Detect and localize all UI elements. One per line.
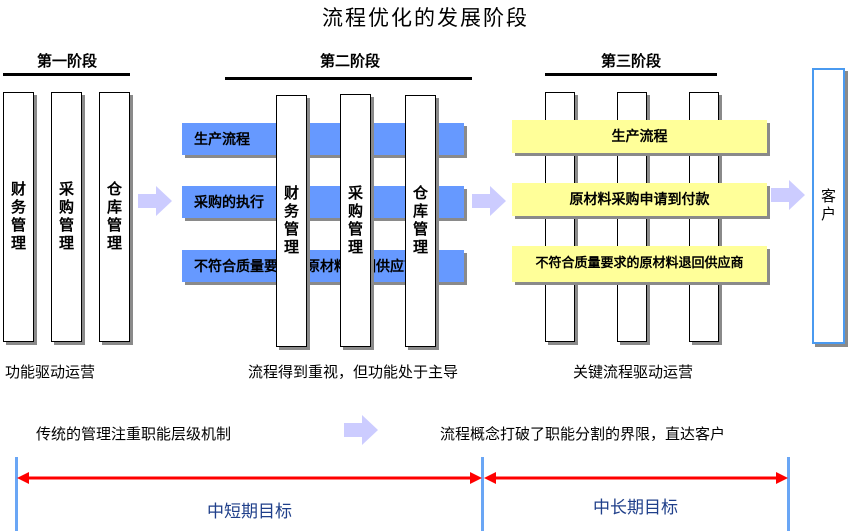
stage-1-caption: 功能驱动运营	[5, 363, 96, 381]
customer-label: 客户	[819, 188, 837, 224]
pillar-label: 采购管理	[346, 184, 364, 257]
stage-3-process-procure-to-pay: 原材料采购申请到付款	[512, 183, 767, 216]
short-term-goal-label: 中短期目标	[207, 502, 292, 522]
stage-1-label: 第一阶段	[36, 52, 97, 70]
right-arrow-icon	[771, 180, 805, 210]
timeline-divider-middle	[481, 457, 484, 531]
diagram-title: 流程优化的发展阶段	[322, 6, 529, 30]
customer-box: 客户	[812, 68, 845, 344]
stage-1-pillar-finance: 财务管理	[3, 92, 34, 342]
process-label: 采购的执行	[194, 195, 264, 211]
process-label: 原材料采购申请到付款	[569, 191, 710, 208]
stage-3-label: 第三阶段	[600, 52, 661, 70]
right-arrow-icon	[344, 415, 378, 445]
stage-2-pillar-warehouse: 仓库管理	[405, 95, 436, 347]
stage-2-pillar-purchasing: 采购管理	[340, 94, 371, 347]
traditional-management-note: 传统的管理注重职能层级机制	[36, 425, 232, 443]
process-label: 不符合质量要求的原材料退回供应商	[535, 256, 744, 271]
right-arrow-icon	[138, 186, 172, 216]
timeline-divider-end	[787, 457, 790, 531]
stage-1-rule	[3, 73, 130, 76]
pillar-label: 财务管理	[282, 185, 300, 257]
process-concept-note: 流程概念打破了职能分割的界限，直达客户	[440, 425, 726, 443]
stage-3-process-production: 生产流程	[512, 120, 767, 153]
timeline-divider-start	[15, 457, 18, 531]
stage-2-label: 第二阶段	[319, 52, 380, 70]
stage-2-pillar-finance: 财务管理	[276, 95, 307, 347]
long-term-goal-label: 中长期目标	[593, 498, 678, 518]
timeline-arrows	[17, 472, 788, 484]
stage-2-caption: 流程得到重视，但功能处于主导	[248, 363, 459, 381]
stage-3-caption: 关键流程驱动运营	[573, 363, 694, 381]
long-term-double-arrow-icon	[484, 472, 788, 484]
pillar-label: 财务管理	[9, 181, 27, 253]
short-term-double-arrow-icon	[17, 472, 482, 484]
stage-3-rule	[545, 73, 717, 76]
stage-1-pillar-purchasing: 采购管理	[51, 92, 82, 342]
stage-3-process-returns: 不符合质量要求的原材料退回供应商	[512, 246, 767, 282]
right-arrow-icon	[472, 186, 506, 216]
stage-2-rule	[225, 77, 472, 80]
pillar-label: 仓库管理	[105, 181, 123, 253]
pillar-label: 采购管理	[57, 181, 75, 253]
pillar-label: 仓库管理	[411, 185, 429, 257]
process-label: 生产流程	[611, 128, 668, 145]
process-label: 生产流程	[194, 132, 250, 148]
stage-1-pillar-warehouse: 仓库管理	[99, 92, 130, 342]
